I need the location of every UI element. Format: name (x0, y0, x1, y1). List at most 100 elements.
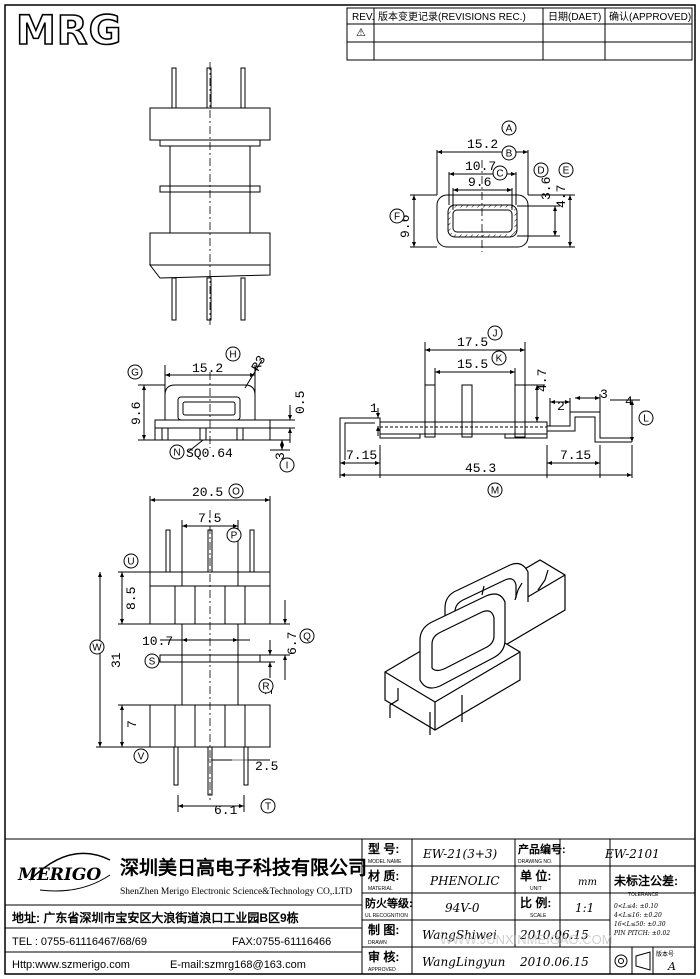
dim-r3: R3 (248, 353, 269, 374)
tolerance-label-en: TOLERANCE (628, 892, 659, 898)
drawing-no-label-en: DRAWING NO. (518, 859, 552, 865)
dim-i: 3 (273, 452, 288, 460)
callout-f-circle (389, 208, 405, 224)
callout-k: K (496, 354, 503, 365)
view-isometric (384, 559, 566, 735)
dim-e: 4.7 (554, 185, 569, 208)
unit-value: mm (578, 877, 597, 888)
tolerance-3: 16<L≤50: ±0.30 (614, 921, 666, 928)
dim-o: 20.5 (192, 485, 223, 500)
dim-one: 1 (370, 401, 378, 416)
revision-approved-label: 确认(APPROVED) (609, 12, 692, 23)
revision-date-label: 日期(DAET) (548, 12, 602, 23)
drawn-label-en: DRAWN (368, 940, 387, 946)
dim-two: 2 (557, 399, 565, 414)
callout-a: A (506, 124, 513, 135)
callout-d: D (537, 166, 544, 177)
callout-c: C (496, 169, 503, 180)
merigo-logo: MERIGO (17, 865, 101, 885)
callout-g: G (131, 368, 139, 379)
company-fax: FAX:0755-61116466 (232, 936, 331, 948)
callout-k-circle (491, 350, 507, 366)
drawing-no-label: 产品编号: (518, 842, 566, 856)
dim-g: 9.6 (129, 402, 144, 425)
title-block-values: EW-21(3+3) PHENOLIC 94V-0 WangShiwei Wan… (422, 847, 660, 969)
fire-rating-label-en: UL RECOGNITION (365, 913, 408, 919)
callout-h: H (229, 350, 236, 361)
callout-l-circle (638, 410, 654, 426)
dim-j: 17.5 (457, 335, 488, 350)
scale-value: 1:1 (575, 901, 594, 915)
callout-n: N (173, 448, 180, 459)
callout-i-circle (279, 457, 295, 473)
dim-u: 8.5 (124, 587, 139, 610)
fire-rating-value: 94V-0 (445, 901, 480, 915)
dim-w: 31 (109, 652, 124, 668)
title-block-grid (5, 838, 695, 974)
drawn-value: WangShiwei (422, 928, 497, 942)
tolerance-label: 未标注公差: (613, 873, 678, 888)
callout-w-circle (89, 639, 105, 655)
rev-label: REV. (352, 12, 375, 23)
material-label: 材 质: (367, 868, 399, 883)
scale-label: 比 例: (520, 895, 551, 910)
drawn-date: 2010.06.15 (519, 928, 589, 942)
callout-r-circle (258, 678, 274, 694)
company-website: Http:www.szmerigo.com (12, 959, 130, 971)
view-elevation-bottom (96, 496, 290, 812)
callout-p: P (231, 531, 238, 542)
callout-v-circle (133, 748, 149, 764)
callout-c-circle (492, 165, 508, 181)
dim-q: 6.7 (285, 632, 300, 655)
callout-v: V (138, 752, 145, 763)
dim-pin: 2.5 (255, 759, 278, 774)
view-elevation-top (148, 62, 271, 325)
model-value: EW-21(3+3) (422, 847, 498, 861)
callout-t: T (265, 802, 271, 813)
dim-total: 45.3 (465, 461, 496, 476)
dim-h: 15.2 (192, 361, 223, 376)
dim-seven: 7 (125, 720, 140, 728)
callout-n-circle (169, 444, 185, 460)
callout-w: W (92, 643, 102, 654)
callout-h-circle (225, 346, 241, 362)
dim-four: 4 (625, 394, 633, 409)
callout-q: Q (303, 632, 311, 643)
callout-l: L (643, 414, 649, 425)
callout-a-circle (501, 120, 517, 136)
callout-m-circle (487, 482, 503, 498)
callout-m: M (491, 486, 499, 497)
callout-j-circle (487, 325, 503, 341)
sheet-border (4, 4, 696, 975)
drawn-label: 制 图: (368, 922, 399, 937)
version-value: A (667, 960, 676, 973)
dim-a: 15.2 (467, 137, 498, 152)
dim-d: 3.6 (539, 177, 554, 200)
fire-rating-label: 防火等级: (365, 896, 413, 910)
callout-s-circle (144, 653, 160, 669)
callout-o: O (232, 487, 240, 498)
tolerance-1: 0<L≤4: ±0.10 (614, 903, 658, 910)
dim-sq: SQ0.64 (186, 446, 233, 461)
revision-warning-icon: ⚠ (356, 27, 366, 39)
dim-c: 9.6 (468, 175, 491, 190)
revisions-table (346, 7, 693, 61)
dim-t: 6.1 (214, 803, 238, 818)
material-value: PHENOLIC (429, 874, 500, 888)
unit-label-en: UNIT (530, 886, 542, 892)
callout-d-circle (533, 162, 549, 178)
callout-b-circle (501, 145, 517, 161)
callout-i: I (286, 461, 289, 472)
dim-b: 10.7 (465, 159, 496, 174)
callout-b: B (506, 149, 513, 160)
unit-label: 单 位: (520, 868, 551, 883)
tolerance-2: 4<L≤16: ±0.20 (613, 912, 662, 919)
callout-e-circle (558, 162, 574, 178)
callout-q-circle (299, 628, 315, 644)
company-logo-mrg: MRG (16, 8, 122, 54)
callout-p-circle (226, 527, 242, 543)
company-email: E-mail:szmrg168@163.com (170, 959, 306, 971)
dim-h47: 4.7 (535, 369, 550, 392)
